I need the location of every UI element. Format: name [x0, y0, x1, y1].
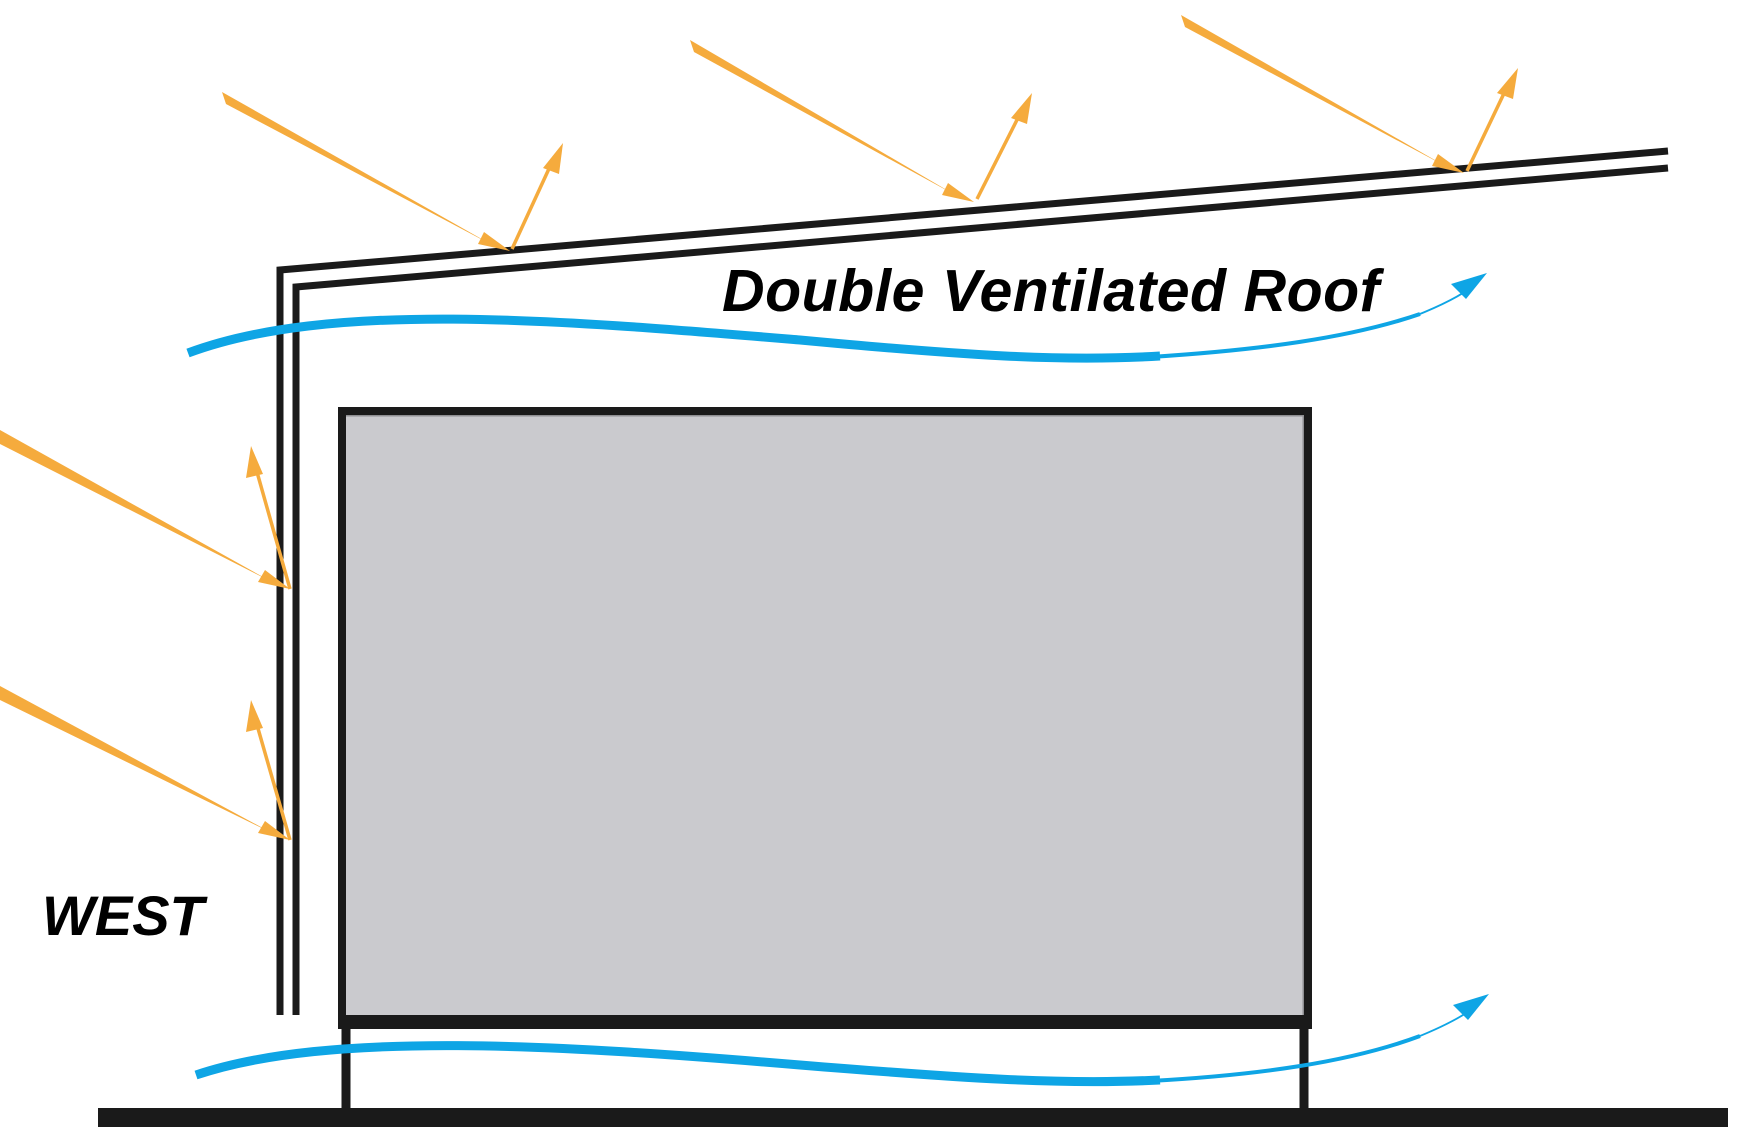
wall-ray-2-reflected-head [246, 700, 263, 732]
wall-ray-1-reflected-head [246, 446, 263, 478]
west-label: WEST [42, 884, 204, 947]
ground-line [98, 1108, 1728, 1127]
outer-skin-outer-line [276, 147, 1669, 1015]
wall-ray-2-incoming [0, 686, 272, 833]
roof-ray-3-reflected [1465, 84, 1510, 172]
roof-ray-1-reflected [510, 159, 555, 250]
roof-airflow-medium [1149, 312, 1421, 359]
roof-ray-1 [222, 92, 563, 251]
roof-ray-3-incoming-head [1432, 154, 1464, 173]
floor-airflow-arrowhead [1453, 994, 1489, 1020]
floor-airflow [194, 994, 1489, 1087]
roof-ray-1-incoming [222, 92, 494, 246]
wall-ray-2 [0, 686, 292, 841]
roof-airflow [186, 273, 1487, 363]
building-body [342, 413, 1306, 1025]
floor-airflow-medium [1149, 1034, 1421, 1083]
wall-ray-1-incoming-head [258, 570, 290, 589]
roof-airflow-arrowhead [1451, 273, 1487, 299]
wall-ray-1-reflected [253, 464, 292, 590]
wall-ray-2-incoming-head [258, 821, 290, 840]
roof-ray-3-reflected-head [1497, 68, 1518, 99]
wall-ray-1 [0, 430, 292, 590]
roof-ray-1-incoming-head [478, 232, 510, 251]
roof-ray-2-incoming-head [942, 183, 974, 202]
roof-ray-1-reflected-head [543, 143, 563, 174]
roof-ray-3-incoming [1181, 15, 1447, 167]
roof-label: Double Ventilated Roof [722, 258, 1380, 324]
roof-ray-2-reflected-head [1011, 93, 1032, 124]
roof-ray-2 [690, 40, 1032, 202]
wall-ray-1-incoming [0, 430, 272, 582]
wall-ray-2-reflected [253, 717, 292, 841]
roof-ray-2-reflected [975, 109, 1024, 200]
outer-skin-inner-line [292, 164, 1669, 1015]
roof-ray-3 [1181, 15, 1518, 173]
floor-airflow-thick [194, 1041, 1161, 1087]
roof-airflow-thick [186, 314, 1161, 363]
roof-ray-2-incoming [690, 40, 957, 196]
